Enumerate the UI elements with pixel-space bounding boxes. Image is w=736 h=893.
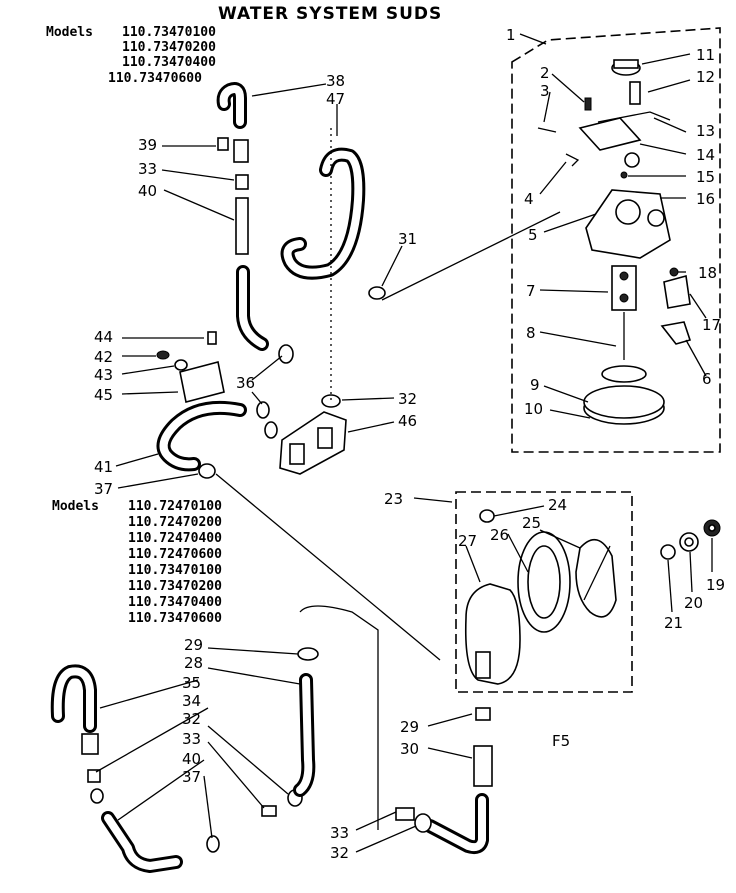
callout-26: 26 (490, 526, 509, 544)
model-number: 110.73470400 (122, 55, 216, 70)
callout-41: 41 (94, 458, 113, 476)
callout-43: 43 (94, 366, 113, 384)
callout-39: 39 (138, 136, 157, 154)
callout-23: 23 (384, 490, 403, 508)
callout-37: 37 (94, 480, 113, 498)
model-number: 110.73470400 (128, 595, 222, 610)
callout-36: 36 (236, 374, 255, 392)
callout-10: 10 (524, 400, 543, 418)
model-number: 110.73470100 (122, 25, 216, 40)
upper-hose-assembly (156, 82, 386, 479)
callout-27: 27 (458, 532, 477, 550)
callout-8: 8 (526, 324, 536, 342)
models-label: Models (52, 499, 99, 514)
pump-assembly-box (511, 27, 721, 453)
callout-5: 5 (528, 226, 538, 244)
callout-46: 46 (398, 412, 417, 430)
callout-40: 40 (182, 750, 201, 768)
callout-7: 7 (526, 282, 536, 300)
callout-9: 9 (530, 376, 540, 394)
callout-28: 28 (184, 654, 203, 672)
callout-18: 18 (698, 264, 717, 282)
callout-3: 3 (540, 82, 550, 100)
lower-hose-assembly (50, 605, 493, 873)
callout-13: 13 (696, 122, 715, 140)
callout-21: 21 (664, 614, 683, 632)
leader-line (215, 473, 441, 661)
callout-numbers: 1 2 3 4 5 6 7 8 9 10 11 12 13 14 15 16 1… (94, 26, 725, 862)
filter-assembly-box (455, 491, 633, 693)
callout-16: 16 (696, 190, 715, 208)
callout-32: 32 (398, 390, 417, 408)
callout-4: 4 (524, 190, 534, 208)
callout-24: 24 (548, 496, 567, 514)
model-number: 110.72470200 (128, 515, 222, 530)
model-number: 110.73470100 (128, 563, 222, 578)
callout-33: 33 (182, 730, 201, 748)
callout-29: 29 (184, 636, 203, 654)
callout-37: 37 (182, 768, 201, 786)
models-list-bottom: Models 110.72470100 110.72470200 110.724… (52, 499, 222, 626)
callout-31: 31 (398, 230, 417, 248)
callout-15: 15 (696, 168, 715, 186)
diagram-title: WATER SYSTEM SUDS (218, 4, 442, 24)
callout-45: 45 (94, 386, 113, 404)
callout-40: 40 (138, 182, 157, 200)
callout-12: 12 (696, 68, 715, 86)
callout-44: 44 (94, 328, 113, 346)
models-label: Models (46, 25, 93, 40)
callout-leaders (95, 33, 713, 853)
callout-2: 2 (540, 64, 550, 82)
callout-33: 33 (138, 160, 157, 178)
model-number: 110.73470600 (128, 611, 222, 626)
callout-42: 42 (94, 348, 113, 366)
callout-14: 14 (696, 146, 715, 164)
models-list-top: Models 110.73470100 110.73470200 110.734… (46, 25, 216, 86)
callout-25: 25 (522, 514, 541, 532)
callout-38: 38 (326, 72, 345, 90)
callout-6: 6 (702, 370, 712, 388)
callout-33: 33 (330, 824, 349, 842)
callout-11: 11 (696, 46, 715, 64)
callout-32: 32 (182, 710, 201, 728)
callout-17: 17 (702, 316, 721, 334)
leader-line (381, 211, 561, 301)
model-number: 110.73470600 (108, 71, 202, 86)
page-mark: F5 (552, 732, 570, 750)
callout-30: 30 (400, 740, 419, 758)
model-number: 110.72470100 (128, 499, 222, 514)
callout-29: 29 (400, 718, 419, 736)
callout-32: 32 (330, 844, 349, 862)
callout-1: 1 (506, 26, 516, 44)
model-number: 110.72470600 (128, 547, 222, 562)
model-number: 110.73470200 (122, 40, 216, 55)
callout-47: 47 (326, 90, 345, 108)
model-number: 110.72470400 (128, 531, 222, 546)
callout-34: 34 (182, 692, 201, 710)
nut-stack (660, 519, 721, 560)
callout-20: 20 (684, 594, 703, 612)
callout-35: 35 (182, 674, 201, 692)
callout-19: 19 (706, 576, 725, 594)
model-number: 110.73470200 (128, 579, 222, 594)
